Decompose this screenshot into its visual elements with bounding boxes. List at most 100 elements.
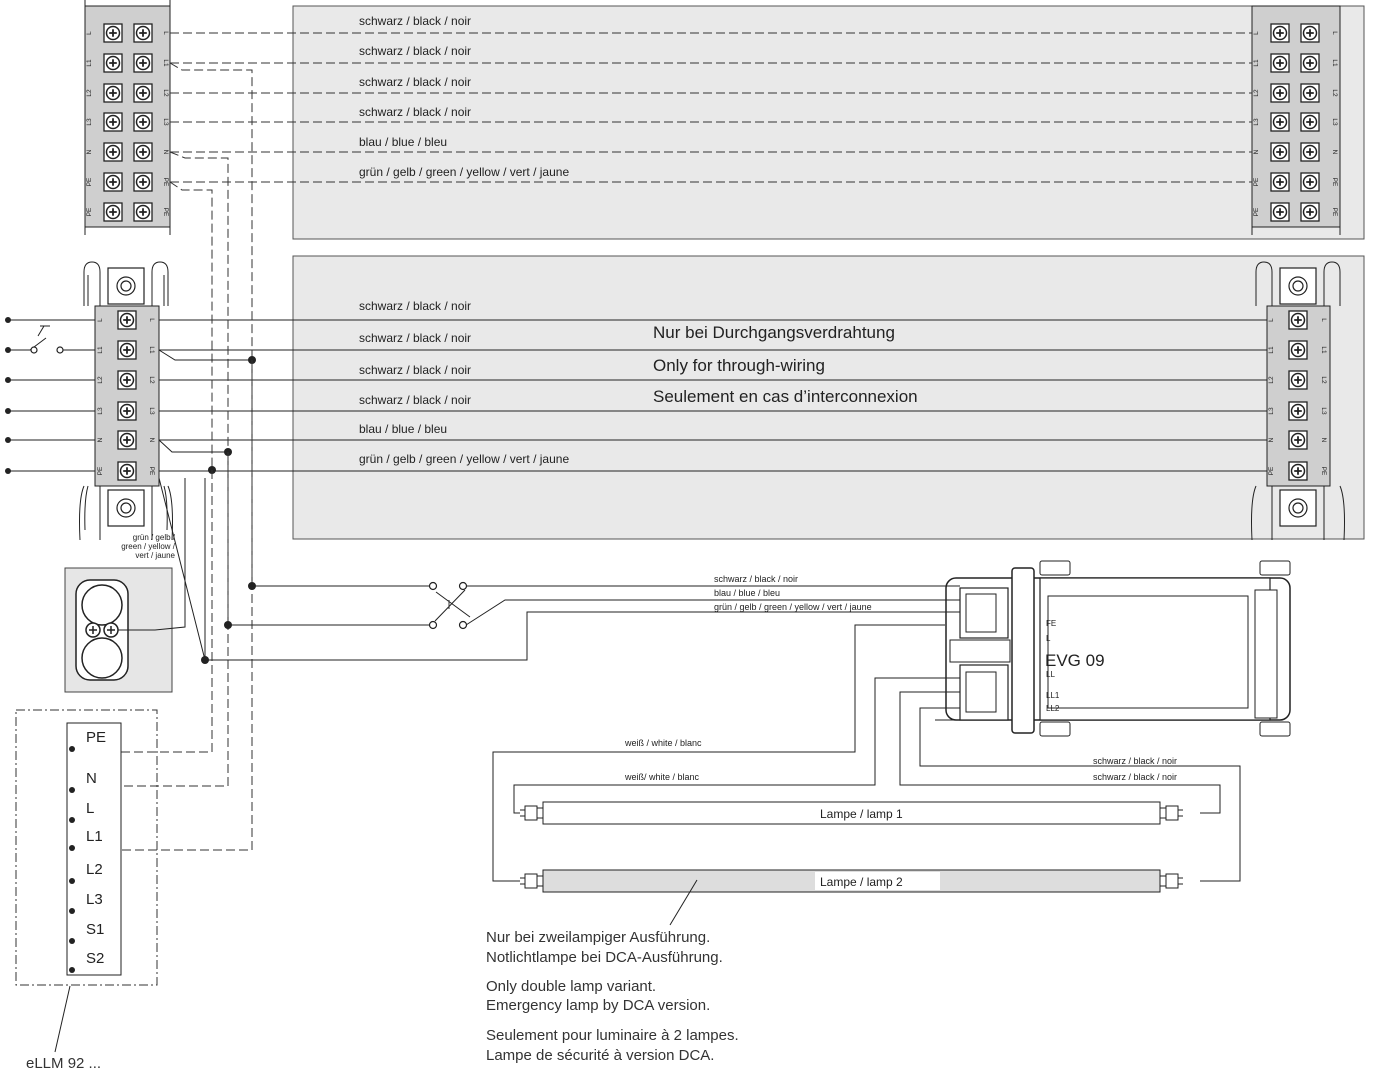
variant-note: Notlichtlampe bei DCA-Ausführung. <box>486 949 723 966</box>
terminal-label: PE <box>1331 178 1338 187</box>
terminal-label: L2 <box>86 89 93 97</box>
ballast-wire-label: blau / blue / bleu <box>714 588 780 598</box>
terminal-screw-icon <box>1270 172 1290 192</box>
terminal-screw-icon <box>1288 310 1308 330</box>
ballast-pin-label: LL2 <box>1046 704 1060 713</box>
ellm-terminal-label: S2 <box>86 950 104 967</box>
terminal-screw-icon <box>133 172 153 192</box>
variant-note: Emergency lamp by DCA version. <box>486 997 710 1014</box>
ellm-terminal-dot <box>69 967 75 973</box>
terminal-label: L1 <box>1320 346 1327 354</box>
lamp-2 <box>519 869 1184 926</box>
pe-wire-label: grün / gelb / <box>133 533 176 542</box>
ellm-terminal-dot <box>69 908 75 914</box>
lamp-label: Lampe / lamp 2 <box>820 875 903 889</box>
ellm-label: eLLM 92 ... <box>26 1055 101 1072</box>
ballast-name: EVG 09 <box>1045 651 1105 670</box>
terminal-label: L1 <box>148 346 155 354</box>
wire-label: schwarz / black / noir <box>359 393 471 407</box>
terminal-label: L3 <box>86 118 93 126</box>
terminal-screw-icon <box>1288 340 1308 360</box>
terminal-label: PE <box>86 207 93 216</box>
terminal-label: L2 <box>97 376 104 384</box>
terminal-label: L3 <box>148 407 155 415</box>
terminal-label: L <box>1331 31 1338 35</box>
jumpers-top-to-middle <box>169 62 253 470</box>
ellm-terminal-dot <box>69 845 75 851</box>
lamp-wire-label: schwarz / black / noir <box>1093 756 1177 766</box>
terminal-label: L3 <box>1331 118 1338 126</box>
top-panel-wires <box>170 32 1252 183</box>
lamp-wire-label: weiß / white / blanc <box>624 738 702 748</box>
terminal-screw-icon <box>103 142 123 162</box>
terminal-screw-icon <box>1300 172 1320 192</box>
terminal-screw-icon <box>103 53 123 73</box>
terminal-screw-icon <box>1300 53 1320 73</box>
lamp-label: Lampe / lamp 1 <box>820 807 903 821</box>
wire-label: schwarz / black / noir <box>359 44 471 58</box>
terminal-label: L1 <box>162 59 169 67</box>
terminal-label: N <box>1331 150 1338 155</box>
supply-inputs <box>5 317 95 474</box>
terminal-label: L2 <box>162 89 169 97</box>
terminal-screw-icon <box>1288 461 1308 481</box>
terminal-label: L2 <box>148 376 155 384</box>
terminal-screw-icon <box>1300 83 1320 103</box>
wire-label: blau / blue / bleu <box>359 135 447 149</box>
wire-label: schwarz / black / noir <box>359 14 471 28</box>
terminal-label: PE <box>1253 207 1260 216</box>
terminal-label: L3 <box>1320 407 1327 415</box>
terminal-screw-icon <box>103 112 123 132</box>
terminal-label: L1 <box>1253 59 1260 67</box>
wire-label: grün / gelb / green / yellow / vert / ja… <box>359 165 569 179</box>
ellm-terminal-dot <box>69 938 75 944</box>
wire-label: schwarz / black / noir <box>359 299 471 313</box>
ellm-terminal-label: L2 <box>86 861 103 878</box>
terminal-screw-icon <box>117 370 137 390</box>
wire-label: schwarz / black / noir <box>359 105 471 119</box>
terminal-label: L <box>1268 318 1275 322</box>
terminal-label: L1 <box>1268 346 1275 354</box>
ellm-feed-wires <box>75 349 256 851</box>
terminal-label: L2 <box>1331 89 1338 97</box>
terminal-label: PE <box>162 208 169 217</box>
terminal-screw-icon <box>103 202 123 222</box>
terminal-screw-icon <box>133 53 153 73</box>
terminal-screw-icon <box>1300 142 1320 162</box>
ellm-terminal-label: L1 <box>86 828 103 845</box>
ellm-terminal-dot <box>69 878 75 884</box>
terminal-label: L2 <box>1268 376 1275 384</box>
terminal-label: L <box>1253 31 1260 35</box>
terminal-label: L <box>162 31 169 35</box>
terminal-screw-icon <box>1288 401 1308 421</box>
terminal-label: L3 <box>1268 407 1275 415</box>
ellm-terminal-dot <box>69 817 75 823</box>
terminal-screw-icon <box>117 310 137 330</box>
ballast-wire-label: schwarz / black / noir <box>714 574 798 584</box>
wire-label: schwarz / black / noir <box>359 75 471 89</box>
pe-wire-label: green / yellow / <box>121 542 176 551</box>
terminal-screw-icon <box>133 142 153 162</box>
terminal-label: L3 <box>162 118 169 126</box>
terminal-screw-icon <box>133 23 153 43</box>
terminal-label: PE <box>1253 177 1260 186</box>
ballast-wire-label: grün / gelb / green / yellow / vert / ja… <box>714 602 872 612</box>
terminal-label: PE <box>1331 208 1338 217</box>
terminal-label: L2 <box>1253 89 1260 97</box>
pe-wire-label: vert / jaune <box>135 551 175 560</box>
lamp-1 <box>519 801 1184 825</box>
terminal-screw-icon <box>103 83 123 103</box>
wire-label: blau / blue / bleu <box>359 422 447 436</box>
terminal-label: N <box>1320 438 1327 443</box>
terminal-label: L1 <box>1331 59 1338 67</box>
terminal-label: L3 <box>97 407 104 415</box>
middle-panel <box>292 255 1365 540</box>
terminal-label: L <box>86 31 93 35</box>
through-wiring-note: Seulement en cas d’interconnexion <box>653 387 918 406</box>
ballast-evg09 <box>935 560 1291 737</box>
variant-note: Only double lamp variant. <box>486 978 656 995</box>
